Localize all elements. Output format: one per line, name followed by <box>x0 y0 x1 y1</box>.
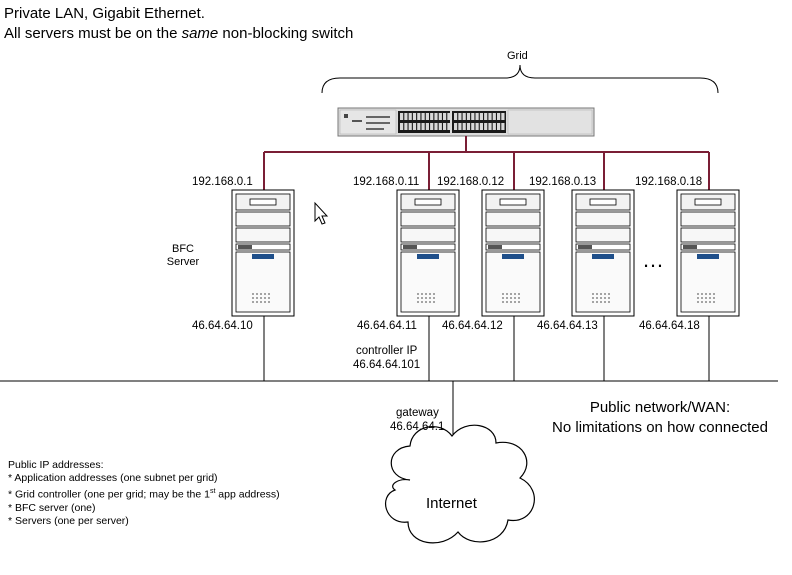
switch-port <box>421 113 425 120</box>
switch-port <box>484 123 488 130</box>
grid-server-icon-1 <box>396 189 460 317</box>
notes-item-2: * Grid controller (one per grid; may be … <box>8 485 280 502</box>
switch-port <box>430 113 434 120</box>
header-line-2-post: non-blocking switch <box>218 25 354 42</box>
grid-brace <box>321 64 719 94</box>
switch-port <box>438 113 442 120</box>
switch-port <box>425 113 429 120</box>
switch-port <box>501 123 505 130</box>
switch-port <box>412 113 417 120</box>
bfc-server-label-line-1: BFC <box>172 243 194 255</box>
switch-port <box>443 113 447 120</box>
switch-port <box>497 123 501 130</box>
more-servers-ellipsis: … <box>642 247 666 272</box>
switch-port <box>479 113 483 120</box>
switch-port <box>400 113 404 120</box>
switch-port <box>438 123 442 130</box>
bfc-server-label: BFC Server <box>162 243 204 269</box>
server-2-private-ip: 192.168.0.12 <box>437 176 505 188</box>
private-lan <box>263 136 710 190</box>
notes-item-1: * Application addresses (one subnet per … <box>8 472 218 485</box>
public-ip-notes: Public IP addresses: * Application addre… <box>8 459 280 529</box>
switch-port <box>404 113 408 120</box>
controller-ip-value: 46.64.64.101 <box>353 359 421 371</box>
switch-port <box>454 113 458 120</box>
switch-port <box>408 113 412 120</box>
bfc-server-private-ip: 192.168.0.1 <box>192 176 253 188</box>
switch-port <box>412 123 417 130</box>
switch-port <box>484 113 488 120</box>
switch-port <box>479 123 483 130</box>
switch-port <box>404 123 408 130</box>
server-2-public-ip: 46.64.64.12 <box>442 320 503 332</box>
switch-port <box>400 123 404 130</box>
server-1-public-ip: 46.64.64.11 <box>357 320 417 332</box>
header-line-1: Private LAN, Gigabit Ethernet. <box>4 5 205 22</box>
switch-port <box>492 113 496 120</box>
bfc-server-public-ip: 46.64.64.10 <box>192 320 253 332</box>
switch-port <box>425 123 429 130</box>
switch-port <box>430 123 434 130</box>
network-switch <box>337 107 595 137</box>
switch-port <box>421 123 425 130</box>
notes-item-4: * Servers (one per server) <box>8 515 129 528</box>
switch-port <box>434 113 438 120</box>
switch-port <box>447 113 451 120</box>
server-4-private-ip: 192.168.0.18 <box>635 176 703 188</box>
notes-item-3: * BFC server (one) <box>8 502 96 515</box>
switch-port <box>443 123 447 130</box>
switch-port <box>488 123 492 130</box>
notes-item-2-pre: * Grid controller (one per grid; may be … <box>8 488 210 501</box>
switch-port <box>475 113 479 120</box>
switch-port <box>462 113 466 120</box>
bfc-server-icon <box>231 189 295 317</box>
public-lan <box>0 316 778 438</box>
switch-port <box>417 123 421 130</box>
server-3-public-ip: 46.64.64.13 <box>537 320 598 332</box>
public-network-line-2: No limitations on how connected <box>552 419 768 436</box>
bfc-server-label-line-2: Server <box>166 256 200 268</box>
server-3-private-ip: 192.168.0.13 <box>529 176 597 188</box>
mouse-cursor-icon <box>314 201 329 225</box>
switch-port <box>462 123 466 130</box>
server-4-public-ip: 46.64.64.18 <box>639 320 700 332</box>
switch-port <box>466 123 471 130</box>
switch-port <box>501 113 505 120</box>
grid-server-icon-3 <box>571 189 635 317</box>
switch-port <box>417 113 421 120</box>
internet-label: Internet <box>426 495 477 512</box>
controller-ip-label: controller IP <box>356 345 418 357</box>
public-network-line-1: Public network/WAN: <box>589 399 731 416</box>
notes-item-2-post: app address) <box>215 488 280 501</box>
switch-port <box>434 123 438 130</box>
gateway-ip: 46.64.64.1 <box>390 421 445 433</box>
notes-heading: Public IP addresses: <box>8 459 104 471</box>
public-network-label: Public network/WAN: No limitations on ho… <box>531 398 789 438</box>
grid-label: Grid <box>507 50 528 62</box>
grid-server-icon-4 <box>676 189 740 317</box>
notes-item-2-sup: st <box>209 488 216 496</box>
internet-cloud <box>385 424 535 544</box>
header-line-2-emphasis: same <box>181 25 219 42</box>
switch-port <box>408 123 412 130</box>
header-line-2-pre: All servers must be on the <box>4 25 182 42</box>
switch-port <box>466 113 471 120</box>
switch-port <box>454 123 458 130</box>
server-1-private-ip: 192.168.0.11 <box>353 176 420 188</box>
switch-port <box>471 123 475 130</box>
switch-port <box>447 123 451 130</box>
gateway-label: gateway <box>396 407 439 419</box>
switch-port <box>471 113 475 120</box>
grid-server-icon-2 <box>481 189 545 317</box>
switch-port <box>475 123 479 130</box>
switch-port <box>458 123 462 130</box>
switch-port <box>458 113 462 120</box>
switch-port <box>492 123 496 130</box>
header-line-2: All servers must be on the same non-bloc… <box>4 24 353 43</box>
switch-port <box>488 113 492 120</box>
switch-port <box>497 113 501 120</box>
